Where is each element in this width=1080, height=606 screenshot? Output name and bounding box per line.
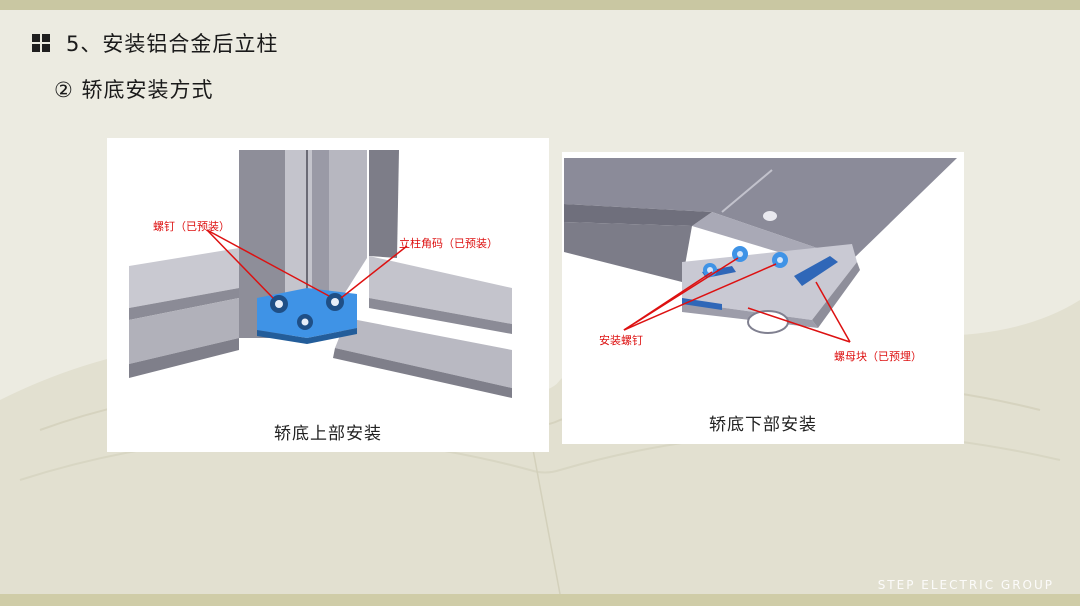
figure-lower-install: 安装螺钉 螺母块（已预埋） 轿底下部安装 [562, 152, 964, 444]
top-accent-bar [0, 0, 1080, 10]
slide-title: 5、安装铝合金后立柱 [32, 28, 278, 58]
slide-subtitle: ② 轿底安装方式 [54, 78, 214, 102]
label-post-bracket-preinstalled: 立柱角码（已预装） [399, 237, 498, 250]
caption-upper-install: 轿底上部安装 [274, 424, 382, 444]
caption-lower-install: 轿底下部安装 [709, 415, 817, 435]
lower-install-illustration [564, 158, 957, 343]
label-nut-block-embedded: 螺母块（已预埋） [834, 350, 922, 363]
label-screw-preinstalled: 螺钉（已预装） [153, 220, 230, 233]
grid-bullet-icon [32, 34, 50, 52]
bottom-accent-bar [0, 594, 1080, 606]
upper-install-illustration [129, 150, 512, 398]
label-install-screw: 安装螺钉 [599, 334, 643, 347]
title-text: 5、安装铝合金后立柱 [66, 32, 279, 56]
figure-upper-install: 螺钉（已预装） 立柱角码（已预装） 轿底上部安装 [107, 138, 549, 452]
company-watermark: STEP ELECTRIC GROUP [877, 578, 1054, 592]
